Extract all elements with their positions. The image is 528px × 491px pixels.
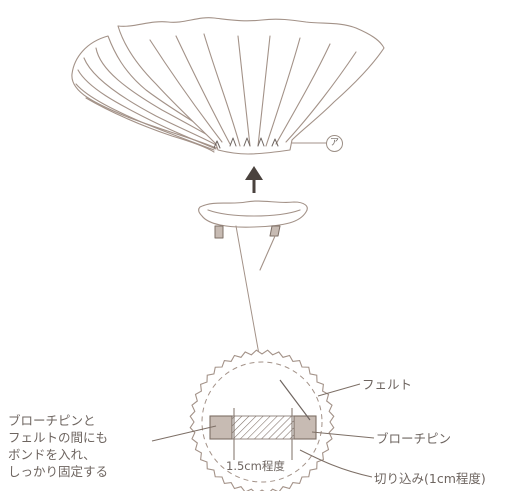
instruction-line: ブローチピンと (8, 413, 96, 428)
gathered-fabric (71, 17, 385, 155)
felt-circle (189, 349, 335, 491)
adhesive-area (231, 415, 295, 440)
fabric-body (117, 17, 385, 155)
brooch-pin-right (293, 415, 317, 440)
brooch-pin-label: ブローチピン (376, 431, 452, 446)
marker-a-label: ア (326, 135, 343, 152)
instruction-line: しっかり固定する (8, 464, 109, 479)
up-arrow-icon (245, 166, 263, 193)
instruction-block: ブローチピンと フェルトの間にも ボンドを入れ、 しっかり固定する (8, 412, 108, 480)
width-note: 1.5cm程度 (226, 459, 285, 473)
cut-label: 切り込み(1cm程度) (374, 471, 486, 486)
instruction-line: ボンドを入れ、 (8, 447, 96, 462)
instruction-line: フェルトの間にも (8, 430, 109, 445)
felt-label: フェルト (362, 377, 413, 392)
base-cup (198, 200, 308, 361)
leader-lines (151, 383, 375, 478)
brooch-pin-left (209, 415, 233, 440)
